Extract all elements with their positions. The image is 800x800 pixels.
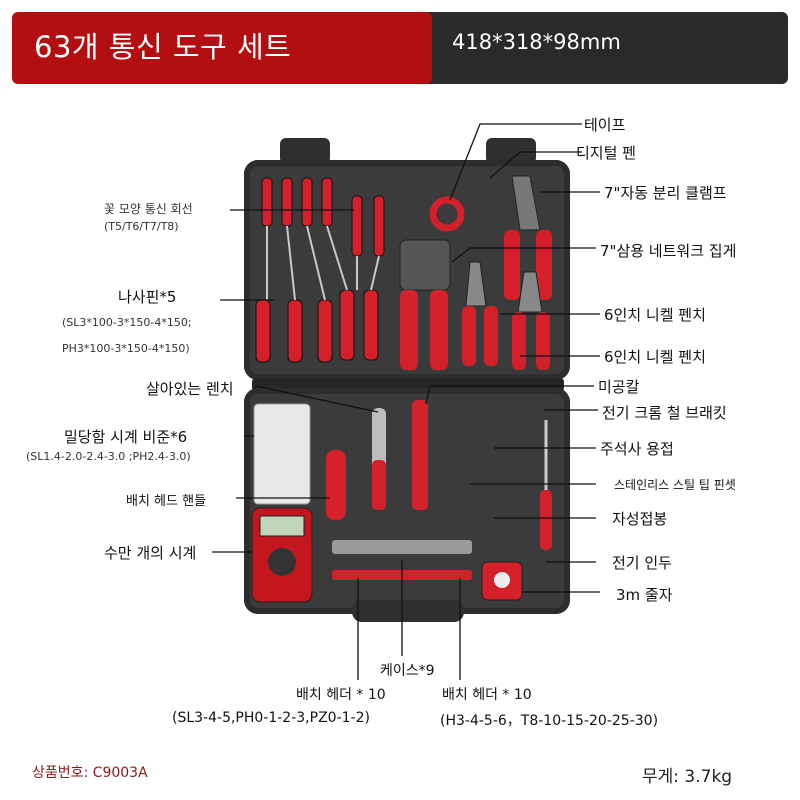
callout-torx-sizes: (T5/T6/T7/T8) xyxy=(104,220,179,233)
callout-screwdriver-sizes-1: (SL3*100-3*150-4*150; xyxy=(62,316,192,329)
callout-tweezers: 스테인리스 스틸 팁 핀셋 xyxy=(614,478,736,492)
tape-roll xyxy=(429,196,465,232)
page-title: 63개 통신 도구 세트 xyxy=(34,30,292,64)
callout-bits-left-sizes: (SL3-4-5,PH0-1-2-3,PZ0-1-2) xyxy=(172,710,370,726)
callout-screwdriver: 나사핀*5 xyxy=(118,288,177,306)
callout-torx: 꽃 모양 통신 회선 xyxy=(104,202,193,216)
callout-utility-knife: 미공칼 xyxy=(598,378,640,396)
callout-bits-left: 배치 헤더 * 10 xyxy=(296,687,386,703)
callout-digital-pen: 디지털 펜 xyxy=(576,144,636,162)
callout-bits-right-sizes: (H3-4-5-6，T8-10-15-20-25-30) xyxy=(440,713,659,729)
callout-precision-screwdrivers: 밀당함 시계 비준*6 xyxy=(64,428,188,446)
callout-bits-right: 배치 헤더 * 10 xyxy=(442,687,532,703)
callout-case: 케이스*9 xyxy=(380,663,435,679)
callout-tape: 테이프 xyxy=(584,116,626,134)
case-latch-left xyxy=(280,138,330,164)
callout-wrench: 살아있는 렌치 xyxy=(146,380,234,398)
callout-screwdriver-sizes-2: PH3*100-3*150-4*150) xyxy=(62,342,190,355)
callout-tape-measure: 3m 줄자 xyxy=(616,586,673,604)
header-bar-red xyxy=(12,12,432,84)
crimper-head xyxy=(399,239,451,291)
callout-soldering-iron: 전기 인두 xyxy=(612,554,672,572)
screwdriver-set xyxy=(255,177,385,363)
dimensions-text: 418*318*98mm xyxy=(452,30,621,54)
product-weight: 무게: 3.7kg xyxy=(642,767,733,787)
callout-magnetic-pickup: 자성접봉 xyxy=(612,510,668,528)
callout-iron-stand: 전기 크롬 철 브래킷 xyxy=(602,404,727,422)
callout-pliers-2: 6인치 니켈 펜치 xyxy=(604,348,706,366)
case-carry-handle xyxy=(352,600,464,622)
product-code: 상품번호: C9003A xyxy=(32,765,148,781)
callout-solder-wire: 주석사 용접 xyxy=(600,440,674,458)
callout-multimeter: 수만 개의 시계 xyxy=(104,544,197,562)
callout-precision-sizes: (SL1.4-2.0-2.4-3.0 ;PH2.4-3.0) xyxy=(26,450,191,463)
callout-bit-handle: 배치 헤드 핸들 xyxy=(126,494,207,509)
callout-pliers-1: 6인치 니켈 펜치 xyxy=(604,306,706,324)
callout-auto-stripper: 7"자동 분리 클램프 xyxy=(604,184,727,202)
callout-network-crimper: 7"삼용 네트워크 집게 xyxy=(600,242,737,260)
